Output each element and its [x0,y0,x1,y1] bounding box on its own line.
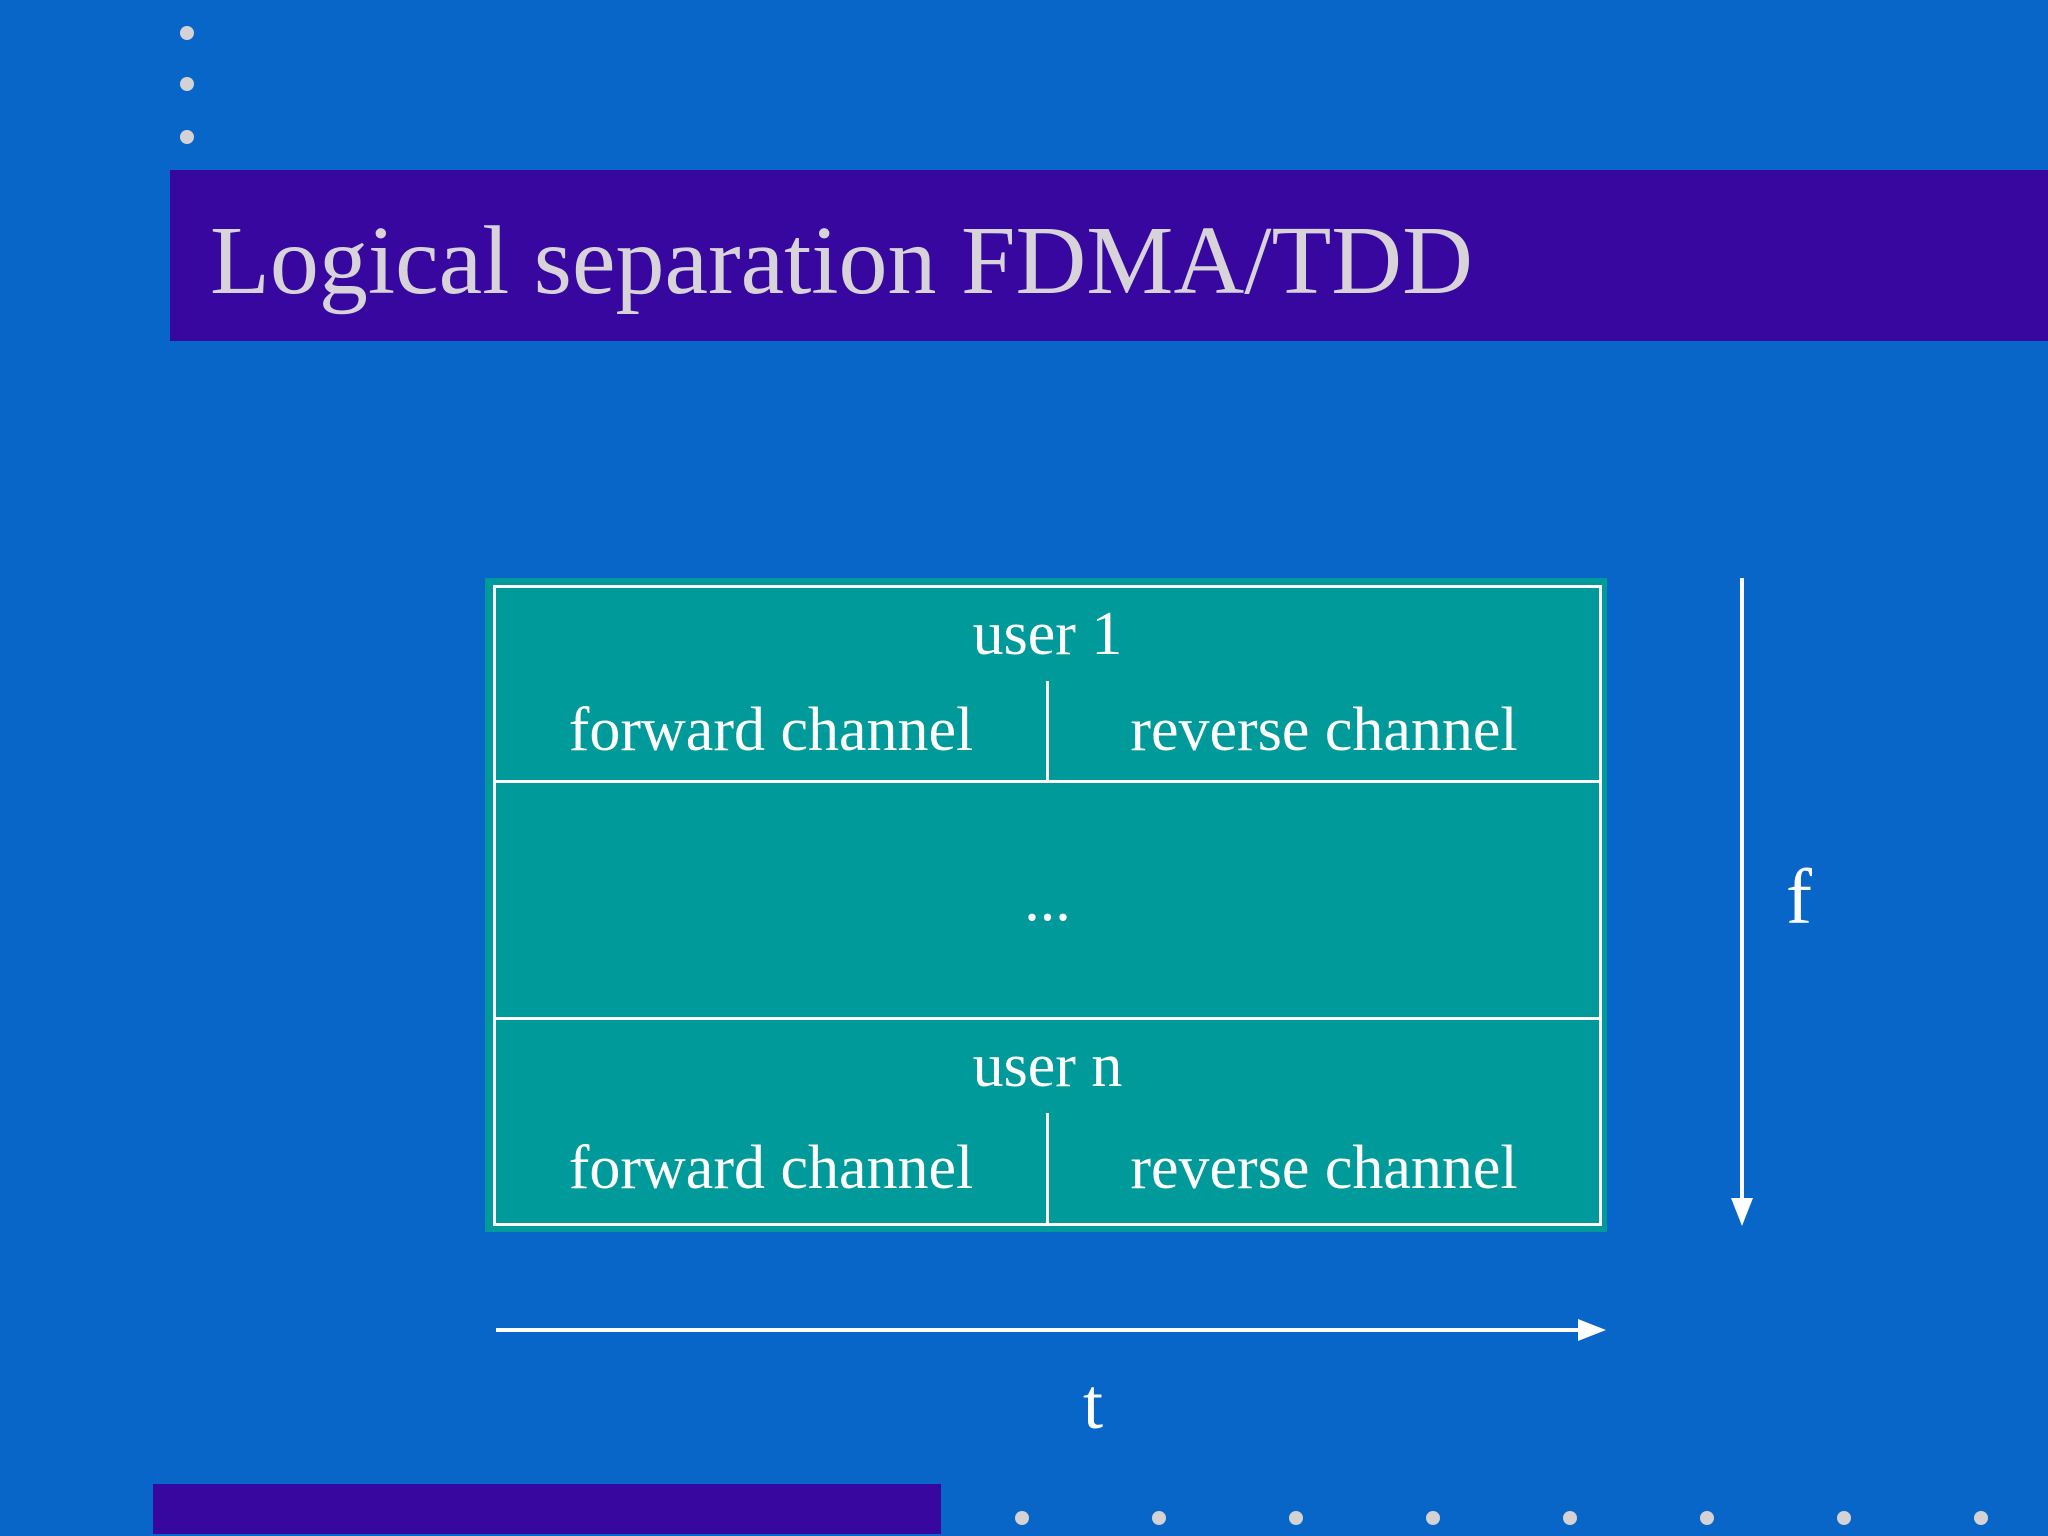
usern-label: user n [972,1032,1123,1100]
diagram-row-ellipsis: ... [1024,865,1071,934]
row-divider [496,780,1599,783]
decorative-dot [1700,1511,1714,1525]
usern-reverse-channel-cell: reverse channel [1130,1133,1518,1202]
fdma-tdd-diagram: user 1 forward channel reverse channel .… [485,578,1607,1232]
t-axis-label: t [1083,1364,1104,1444]
user1-channel-row: forward channel reverse channel [496,681,1599,780]
user1-label: user 1 [972,600,1123,668]
decorative-dot [180,130,194,144]
decorative-dot [1015,1511,1029,1525]
diagram-border-box: user 1 forward channel reverse channel .… [493,585,1602,1226]
user1-forward-channel-cell: forward channel [568,696,974,764]
diagram-row-usern: user n forward channel reverse channel [496,1020,1599,1223]
t-axis-arrow-line [496,1328,1580,1332]
decorative-dot [1837,1511,1851,1525]
page-title: Logical separation FDMA/TDD [210,206,1473,315]
usern-forward-channel-cell: forward channel [568,1133,974,1202]
row-divider [496,1017,1599,1020]
decorative-dot [1563,1511,1577,1525]
decorative-dot [1152,1511,1166,1525]
diagram-row-user1: user 1 forward channel reverse channel [496,588,1599,780]
t-axis-arrowhead-icon [1578,1319,1606,1341]
f-axis-arrow-line [1740,578,1744,1198]
decorative-dot [1974,1511,1988,1525]
usern-channel-row: forward channel reverse channel [496,1113,1599,1223]
user1-channel-divider [1046,681,1049,780]
decorative-dot [180,77,194,91]
bottom-accent-bar [153,1484,941,1534]
f-axis-arrowhead-icon [1731,1198,1753,1226]
title-bar: Logical separation FDMA/TDD [170,170,2048,341]
decorative-dot [1426,1511,1440,1525]
decorative-dot [180,26,194,40]
decorative-dot [1289,1511,1303,1525]
user1-reverse-channel-cell: reverse channel [1130,696,1518,764]
usern-channel-divider [1046,1113,1049,1223]
f-axis-label: f [1786,853,1812,940]
